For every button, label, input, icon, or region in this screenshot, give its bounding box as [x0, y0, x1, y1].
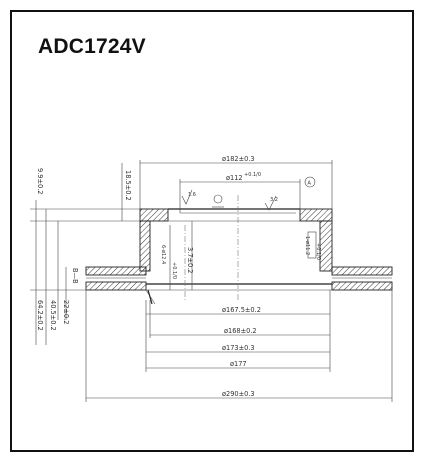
datum-a-label: A: [308, 181, 312, 187]
dim-d112-tol: +0.1/0: [244, 172, 261, 178]
roughness-symbol-2: [264, 195, 277, 211]
dim-h22: 22±0.2: [62, 300, 70, 324]
friction-plate-left-bottom: [85, 281, 147, 291]
hat-wall-right: [319, 220, 333, 272]
roughness-2: 3.2: [270, 197, 278, 203]
dim-d177: ø177: [230, 360, 247, 368]
dim-h99: 9.9±0.2: [36, 168, 44, 195]
roughness-1: 1.6: [188, 192, 196, 198]
part-number-title: ADC1724V: [38, 35, 146, 58]
bottom-dimensions: ø167.5±0.2 ø168±0.2 ø173±0.3 ø177 ø290±0…: [85, 290, 393, 402]
runout-symbol: [213, 194, 223, 204]
dim-d182: ø182±0.3: [222, 155, 255, 163]
dim-h405: 40.5±0.2: [49, 300, 57, 331]
dim-h642: 64.2±0.2: [36, 300, 44, 331]
friction-plate-left-top: [85, 266, 147, 276]
dim-t37: 3.7±0.2: [186, 247, 194, 274]
disc-section: [85, 195, 393, 305]
roughness-symbol-1: [181, 189, 193, 205]
dim-d173: ø173±0.3: [222, 344, 255, 352]
dim-d112: ø112: [226, 174, 243, 182]
hat-top-right: [299, 208, 333, 222]
holes-tolerance: +0.1/0: [171, 262, 177, 279]
dim-h185: 18.5±0.2: [124, 170, 132, 201]
top-dimensions: ø182±0.3 ø112 +0.1/0 A 1.6 3.2: [139, 155, 333, 213]
drawing-frame: [10, 10, 414, 452]
right-hole-dimension: 1-ø11.2: [304, 236, 310, 255]
hat-wall-left: [139, 220, 151, 272]
dim-d290: ø290±0.3: [222, 390, 255, 398]
vertical-dimensions: 9.9±0.2 18.5±0.2 64.2±0.2 40.5±0.2 22±0.…: [30, 163, 321, 345]
friction-plate-right-bottom: [331, 281, 393, 291]
holes-dimension: 6-ø12.4: [160, 245, 166, 264]
dim-d1675: ø167.5±0.2: [222, 306, 261, 314]
hat-top-left: [139, 208, 169, 222]
datum-a-marker: [304, 176, 316, 188]
dim-d168: ø168±0.2: [224, 327, 257, 335]
friction-plate-right-top: [331, 266, 393, 276]
section-label: B—B: [71, 268, 79, 284]
right-hole-tolerance: +0.1/0: [315, 243, 321, 260]
